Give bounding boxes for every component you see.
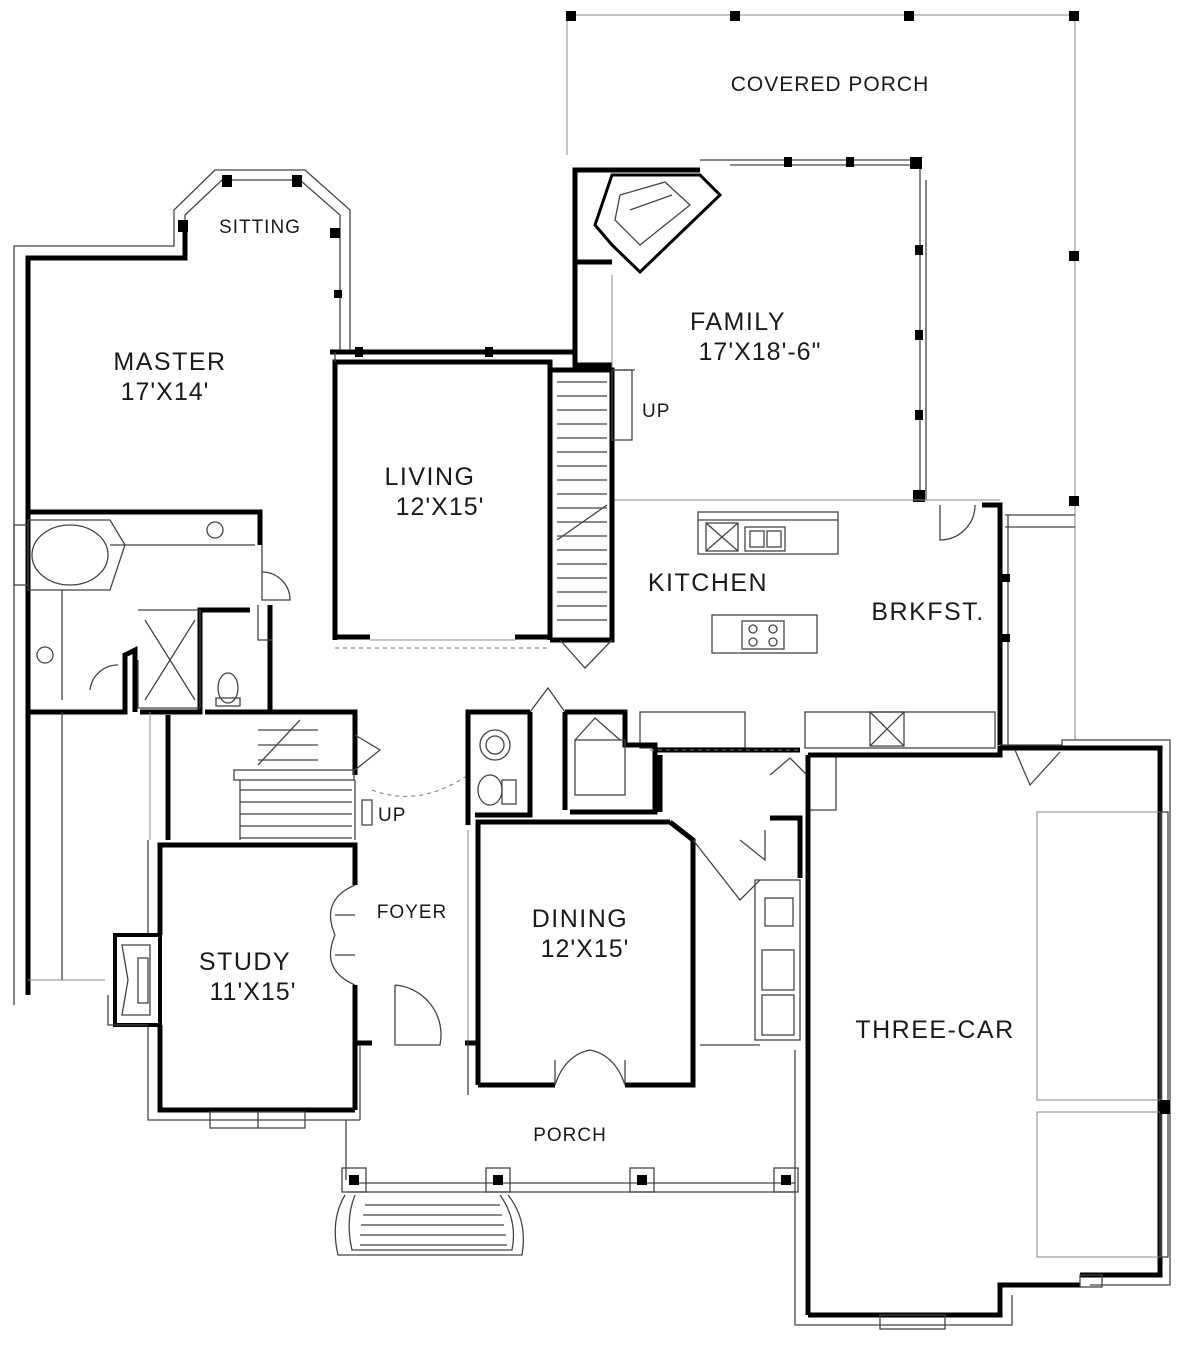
room-label-dining: DINING xyxy=(532,905,629,933)
porch-post xyxy=(1069,251,1079,261)
sink-icon xyxy=(764,897,794,927)
sink-icon xyxy=(36,646,54,664)
fireplace-icon xyxy=(593,173,723,275)
sink-icon xyxy=(206,521,224,539)
room-dims-master: 17'X14' xyxy=(121,378,210,406)
front-porch xyxy=(334,1045,799,1256)
refrigerator-icon xyxy=(869,711,905,747)
dryer-icon xyxy=(761,994,795,1036)
family-room xyxy=(572,157,1000,502)
breakfast-room xyxy=(939,502,1010,745)
room-dims-dining: 12'X15' xyxy=(541,935,630,963)
foyer-stair xyxy=(165,709,469,840)
room-label-covered-porch: COVERED PORCH xyxy=(731,73,930,96)
room-label-three-car: THREE-CAR xyxy=(855,1016,1014,1044)
room-label-master: MASTER xyxy=(113,348,226,376)
room-label-foyer: FOYER xyxy=(377,902,447,923)
dishwasher-icon xyxy=(705,522,739,552)
stair-up-label: UP xyxy=(378,805,406,826)
powder-room xyxy=(465,686,800,825)
kitchen xyxy=(639,511,996,749)
room-dims-living: 12'X15' xyxy=(396,493,485,521)
room-label-living: LIVING xyxy=(385,463,476,491)
room-labels: COVERED PORCH SITTING MASTER 17'X14' FAM… xyxy=(113,73,1014,1146)
master-suite xyxy=(13,169,575,1005)
room-label-family: FAMILY xyxy=(690,308,786,336)
porch-post xyxy=(566,11,576,21)
room-label-brkfst: BRKFST. xyxy=(871,598,984,626)
room-label-sitting: SITTING xyxy=(219,217,301,238)
toilet-icon xyxy=(217,672,239,704)
sink-icon xyxy=(744,526,786,552)
living-room xyxy=(332,347,553,649)
porch-post xyxy=(1069,496,1079,506)
washer-icon xyxy=(761,949,795,991)
toilet-icon xyxy=(477,774,503,806)
foyer xyxy=(355,984,478,1046)
porch-post xyxy=(904,11,914,21)
three-car-garage xyxy=(794,739,1171,1330)
kitchen-island xyxy=(711,614,818,654)
stair-up-label: UP xyxy=(642,401,670,422)
covered-porch-outline xyxy=(566,11,1079,740)
sink-icon xyxy=(479,729,511,761)
room-dims-family: 17'X18'-6" xyxy=(699,338,822,366)
bathtub-icon xyxy=(31,524,109,586)
fireplace-icon xyxy=(137,957,149,1004)
study xyxy=(107,840,360,1129)
room-label-porch: PORCH xyxy=(533,1125,607,1146)
room-label-kitchen: KITCHEN xyxy=(648,569,768,597)
dining xyxy=(467,819,760,1095)
room-dims-study: 11'X15' xyxy=(210,978,297,1006)
laundry xyxy=(692,754,837,1041)
porch-post xyxy=(730,11,740,21)
cooktop-icon xyxy=(741,620,785,650)
front-steps xyxy=(334,1194,525,1256)
porch-post xyxy=(1069,11,1079,21)
room-label-study: STUDY xyxy=(199,948,291,976)
stair-family xyxy=(550,367,635,669)
